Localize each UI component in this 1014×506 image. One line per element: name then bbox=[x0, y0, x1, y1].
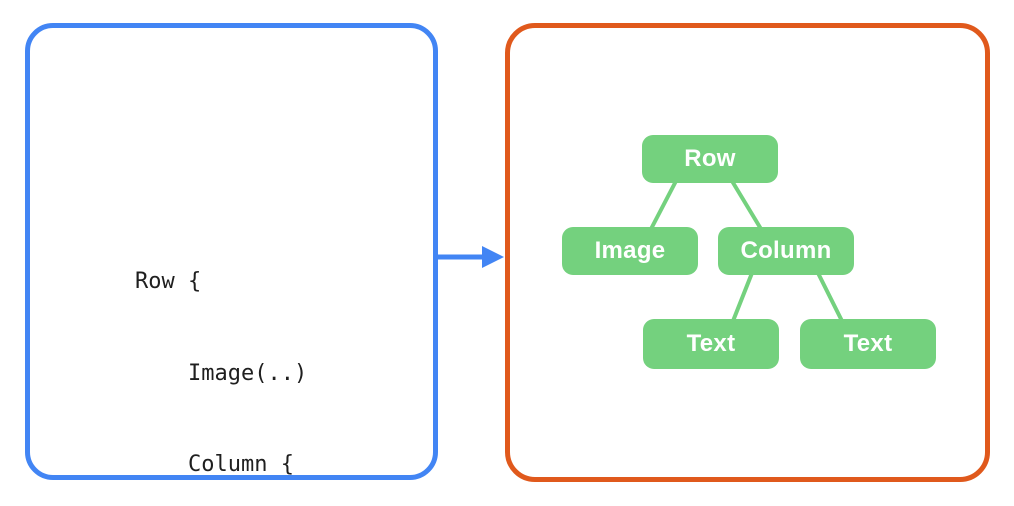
tree-node-image: Image bbox=[562, 227, 698, 275]
tree-node-column: Column bbox=[718, 227, 854, 275]
code-line: Column { bbox=[135, 452, 294, 477]
tree-node-text-1: Text bbox=[643, 319, 779, 369]
code-line: Row { bbox=[135, 269, 202, 294]
code-line: Image(..) bbox=[135, 360, 308, 386]
arrow-right-icon bbox=[435, 246, 504, 268]
tree-node-text-2: Text bbox=[800, 319, 936, 369]
code-block: Row { Image(..) Column { Text(..) Text(.… bbox=[135, 206, 347, 506]
tree-node-row: Row bbox=[642, 135, 778, 183]
code-panel: Row { Image(..) Column { Text(..) Text(.… bbox=[25, 23, 438, 480]
